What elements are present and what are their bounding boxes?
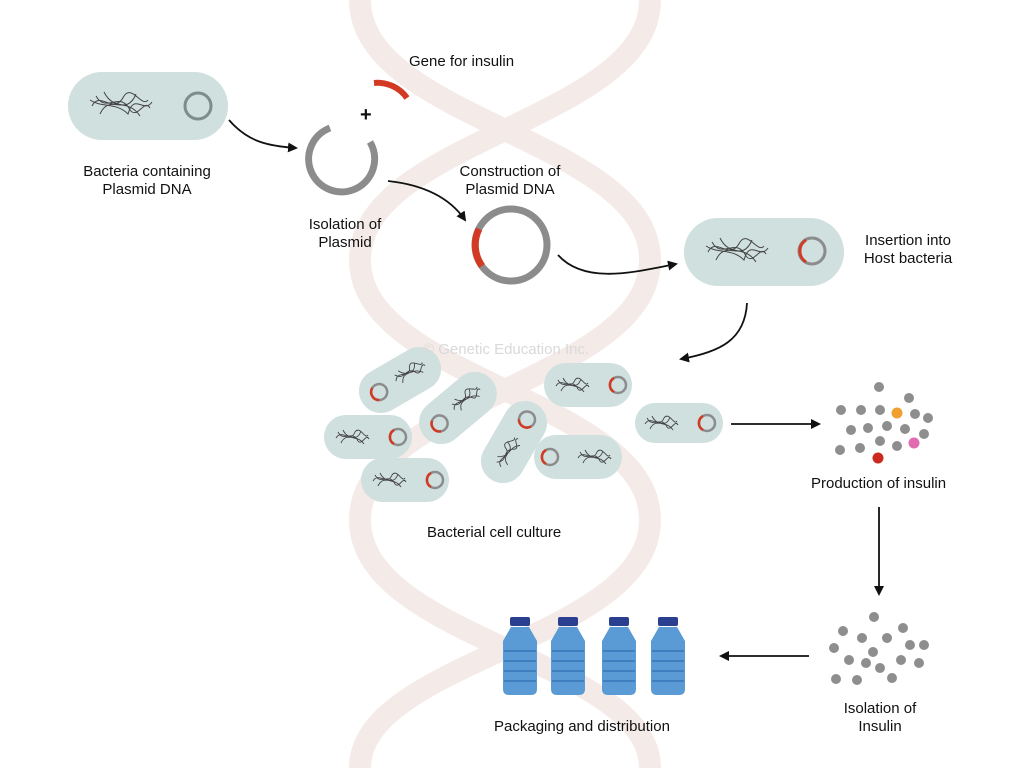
- insulin-molecule-icon: [835, 382, 933, 464]
- bottle-icon: [503, 617, 537, 695]
- plus-sign: +: [360, 104, 372, 126]
- bacterium-icon: [684, 218, 844, 286]
- label-bacterial-culture: Bacterial cell culture: [427, 524, 562, 541]
- bacterium-icon: [68, 72, 228, 140]
- recombinant-plasmid-icon: [471, 205, 551, 285]
- arrow-3: [557, 254, 678, 275]
- arrow-4: [679, 302, 748, 363]
- bottle-icon: [651, 617, 685, 695]
- label-packaging: Packaging and distribution: [494, 718, 670, 735]
- bacterial-culture: [324, 347, 723, 502]
- arrow-1: [228, 119, 298, 153]
- bottle-icon: [551, 617, 585, 695]
- insulin-molecule-icon: [829, 612, 929, 685]
- bottle-icon: [602, 617, 636, 695]
- arrow-2: [387, 180, 467, 222]
- plasmid-icon: [305, 124, 379, 196]
- label-gene-for-insulin: Gene for insulin: [409, 53, 515, 70]
- watermark-text: © Genetic Education Inc.: [423, 341, 590, 358]
- insulin-gene-icon: [373, 79, 410, 100]
- bottles: [503, 617, 685, 695]
- flow-arrows: [228, 119, 884, 661]
- label-production-insulin: Production of insulin: [811, 475, 947, 492]
